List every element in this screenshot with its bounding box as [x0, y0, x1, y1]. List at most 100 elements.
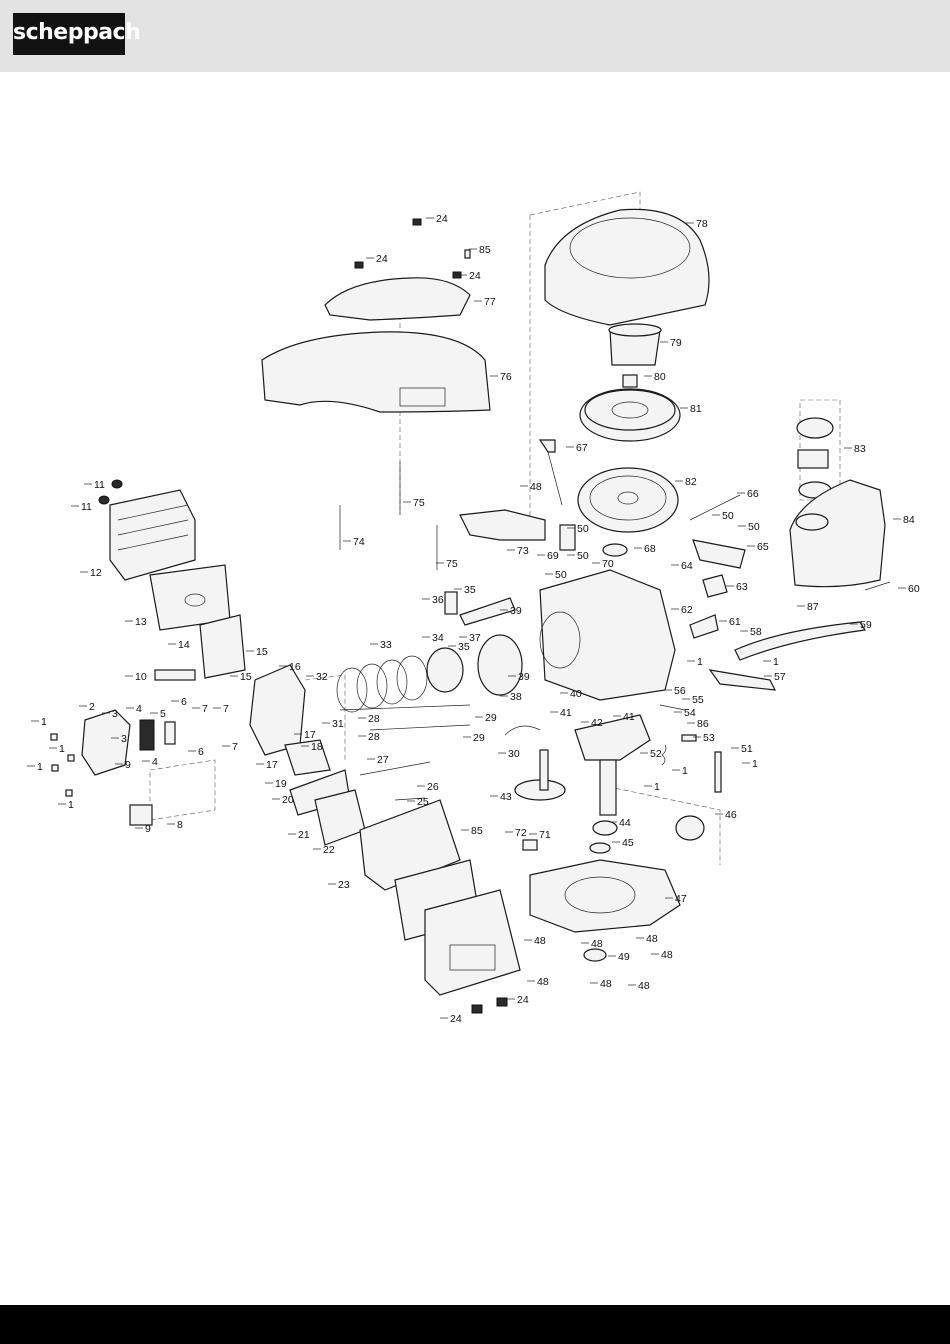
part-number-label: 14	[178, 639, 190, 651]
part-number-label: 80	[654, 371, 666, 383]
part-number-label: 3	[112, 708, 118, 720]
part-number-label: 1	[752, 758, 758, 770]
part-number-label: 4	[152, 756, 158, 768]
part-number-label: 59	[860, 619, 872, 631]
part-number-label: 29	[485, 712, 497, 724]
part-number-label: 1	[654, 781, 660, 793]
part-number-label: 37	[469, 632, 481, 644]
part-number-label: 4	[136, 703, 142, 715]
part-number-label: 74	[353, 536, 365, 548]
part-number-label: 48	[638, 980, 650, 992]
part-number-label: 70	[602, 558, 614, 570]
part-number-label: 36	[432, 594, 444, 606]
part-number-label: 43	[500, 791, 512, 803]
part-number-label: 35	[458, 641, 470, 653]
part-number-label: 73	[517, 545, 529, 557]
header-bar: scheppach	[0, 0, 950, 72]
part-number-label: 53	[703, 732, 715, 744]
part-number-label: 85	[479, 244, 491, 256]
part-number-label: 23	[338, 879, 350, 891]
part-number-label: 35	[464, 584, 476, 596]
part-number-label: 61	[729, 616, 741, 628]
part-number-label: 48	[600, 978, 612, 990]
part-number-label: 18	[311, 741, 323, 753]
part-number-label: 54	[684, 707, 696, 719]
part-number-label: 75	[446, 558, 458, 570]
part-number-label: 6	[181, 696, 187, 708]
part-number-label: 86	[697, 718, 709, 730]
part-number-label: 24	[450, 1013, 462, 1025]
part-number-label: 9	[145, 823, 151, 835]
part-number-label: 52	[650, 748, 662, 760]
part-number-label: 48	[530, 481, 542, 493]
part-number-label: 7	[202, 703, 208, 715]
part-number-label: 75	[413, 497, 425, 509]
part-number-label: 33	[380, 639, 392, 651]
part-number-label: 68	[644, 543, 656, 555]
part-number-label: 1	[697, 656, 703, 668]
part-labels: 2424248577767879808167828384665050656463…	[27, 213, 920, 1025]
part-number-label: 49	[618, 951, 630, 963]
part-number-label: 26	[427, 781, 439, 793]
part-number-label: 3	[121, 733, 127, 745]
part-number-label: 50	[555, 569, 567, 581]
part-number-label: 67	[576, 442, 588, 454]
part-number-label: 56	[674, 685, 686, 697]
part-number-label: 2	[89, 701, 95, 713]
part-number-label: 50	[577, 523, 589, 535]
part-number-label: 20	[282, 794, 294, 806]
part-number-label: 48	[537, 976, 549, 988]
part-number-label: 48	[646, 933, 658, 945]
part-number-label: 78	[696, 218, 708, 230]
part-number-label: 44	[619, 817, 631, 829]
part-number-label: 69	[547, 550, 559, 562]
part-number-label: 22	[323, 844, 335, 856]
part-number-label: 50	[577, 550, 589, 562]
part-number-label: 41	[623, 711, 635, 723]
part-number-label: 38	[510, 691, 522, 703]
part-number-label: 48	[661, 949, 673, 961]
part-number-label: 16	[289, 661, 301, 673]
part-number-label: 45	[622, 837, 634, 849]
part-number-label: 5	[160, 708, 166, 720]
part-number-label: 1	[41, 716, 47, 728]
part-number-label: 27	[377, 754, 389, 766]
part-number-label: 34	[432, 632, 444, 644]
part-number-label: 12	[90, 567, 102, 579]
part-number-label: 11	[94, 479, 105, 491]
part-number-label: 17	[266, 759, 278, 771]
part-number-label: 29	[473, 732, 485, 744]
part-number-label: 83	[854, 443, 866, 455]
part-number-label: 21	[298, 829, 310, 841]
part-number-label: 84	[903, 514, 915, 526]
part-number-label: 7	[223, 703, 229, 715]
part-number-label: 28	[368, 731, 380, 743]
part-number-label: 87	[807, 601, 819, 613]
part-number-label: 31	[332, 718, 344, 730]
part-number-label: 81	[690, 403, 702, 415]
part-number-label: 77	[484, 296, 496, 308]
part-number-label: 58	[750, 626, 762, 638]
part-number-label: 79	[670, 337, 682, 349]
part-number-label: 71	[539, 829, 551, 841]
part-number-label: 85	[471, 825, 483, 837]
part-number-label: 28	[368, 713, 380, 725]
part-number-label: 32	[316, 671, 328, 683]
part-number-label: 15	[240, 671, 252, 683]
part-number-label: 24	[436, 213, 448, 225]
component-drawings	[50, 191, 891, 1014]
part-number-label: 9	[125, 759, 131, 771]
part-number-label: 50	[748, 521, 760, 533]
part-number-label: 63	[736, 581, 748, 593]
part-number-label: 39	[518, 671, 530, 683]
part-number-label: 25	[417, 796, 429, 808]
part-number-label: 50	[722, 510, 734, 522]
part-number-label: 8	[177, 819, 183, 831]
part-number-label: 19	[275, 778, 287, 790]
part-number-label: 55	[692, 694, 704, 706]
part-number-label: 48	[591, 938, 603, 950]
part-number-label: 1	[682, 765, 688, 777]
part-number-label: 7	[232, 741, 238, 753]
part-number-label: 46	[725, 809, 737, 821]
